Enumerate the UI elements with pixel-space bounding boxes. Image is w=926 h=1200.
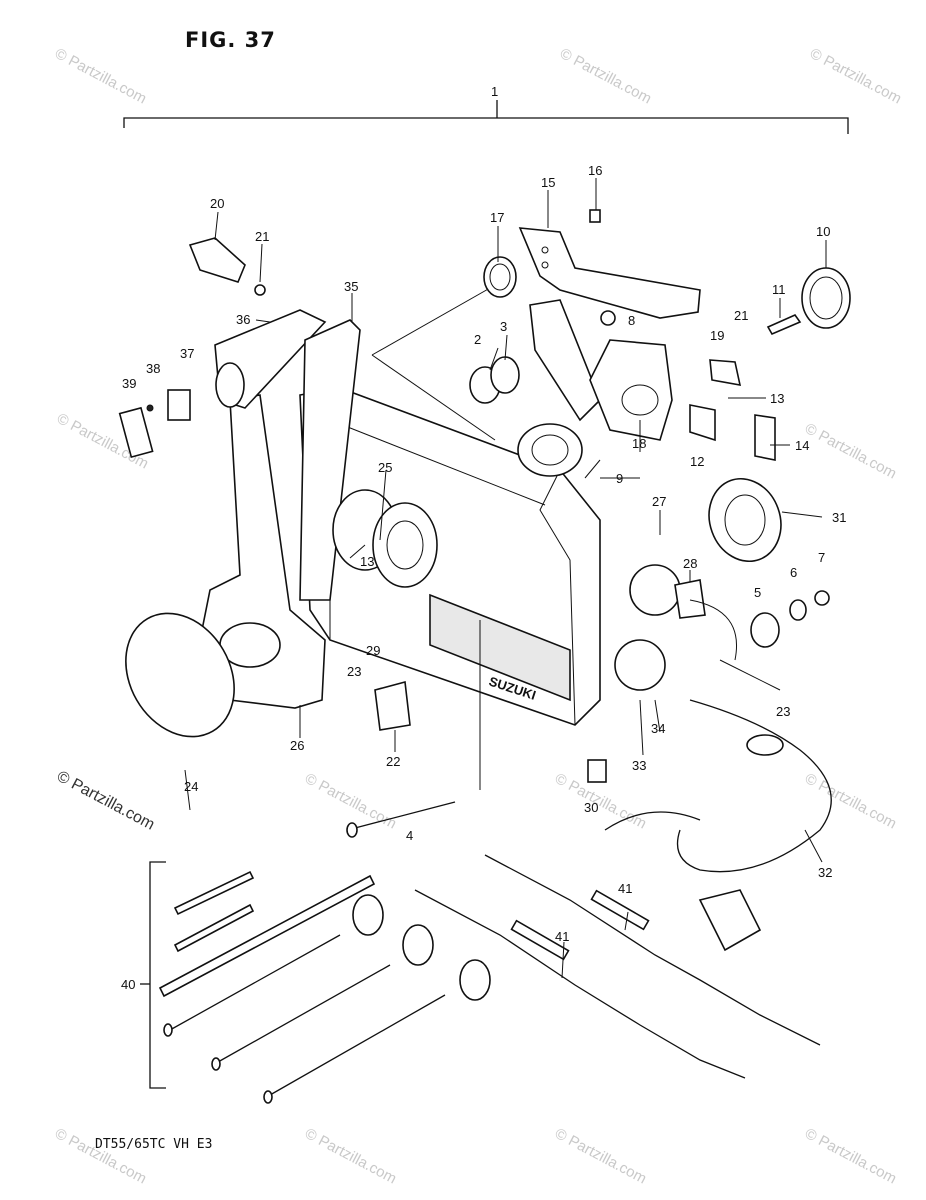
callout-28: 28: [683, 556, 697, 571]
tie-kit: [158, 870, 491, 1104]
callout-40: 40: [121, 977, 135, 992]
callout-5: 5: [754, 585, 761, 600]
callout-17: 17: [490, 210, 504, 225]
callout-16: 16: [588, 163, 602, 178]
callout-19: 19: [710, 328, 724, 343]
callout-29: 29: [366, 643, 380, 658]
callout-37: 37: [180, 346, 194, 361]
model-code: DT55/65TC VH E3: [95, 1137, 213, 1152]
callout-20: 20: [210, 196, 224, 211]
callout-labels: 1 2 3 4 5 6 7 8 9 10 11 12 13 13 14 15 1…: [121, 84, 846, 992]
callout-23-left: 23: [347, 664, 361, 679]
callout-10: 10: [816, 224, 830, 239]
wire-connectors: [614, 564, 737, 691]
gear-assembly: [332, 489, 438, 588]
callout-11: 11: [772, 282, 786, 297]
callout-6: 6: [790, 565, 797, 580]
callout-21-right: 21: [734, 308, 748, 323]
plate-22: [374, 680, 411, 731]
callout-39: 39: [122, 376, 136, 391]
callout-7: 7: [818, 550, 825, 565]
wire-harness: [604, 699, 832, 952]
switch-part: [188, 237, 266, 296]
seal-rings: [483, 256, 851, 329]
callout-22: 22: [386, 754, 400, 769]
clip-parts: [118, 389, 191, 459]
figure-title: FIG. 37: [185, 28, 276, 52]
long-bolt-4: [346, 801, 456, 838]
callout-27: 27: [652, 494, 666, 509]
callout-1: 1: [491, 84, 498, 99]
lever-cover: [125, 612, 235, 738]
disc-cover: [708, 477, 782, 563]
callout-41-lower: 41: [555, 929, 569, 944]
callout-41-upper: 41: [618, 881, 632, 896]
leader-lines: [184, 178, 827, 979]
bushings: [469, 356, 520, 404]
callout-12: 12: [690, 454, 704, 469]
callout-34: 34: [651, 721, 665, 736]
callout-14: 14: [795, 438, 809, 453]
callout-2: 2: [474, 332, 481, 347]
callout-23-right: 23: [776, 704, 790, 719]
callout-36: 36: [236, 312, 250, 327]
callout-24: 24: [184, 779, 198, 794]
callout-35: 35: [344, 279, 358, 294]
spacers: [750, 590, 830, 648]
assembly-bracket: [123, 100, 849, 134]
callout-32: 32: [818, 865, 832, 880]
control-housing: SUZUKI: [299, 287, 601, 726]
connector-30: [587, 759, 607, 783]
callout-26: 26: [290, 738, 304, 753]
callout-31: 31: [832, 510, 846, 525]
callout-4: 4: [406, 828, 413, 843]
callout-18: 18: [632, 436, 646, 451]
callout-13-right: 13: [770, 391, 784, 406]
small-hardware: [600, 310, 802, 461]
callout-33: 33: [632, 758, 646, 773]
callout-9: 9: [616, 471, 623, 486]
callout-21-left: 21: [255, 229, 269, 244]
callout-8: 8: [628, 313, 635, 328]
group-40-bracket: [140, 861, 166, 1089]
callout-13-left: 13: [360, 554, 374, 569]
callout-3: 3: [500, 319, 507, 334]
control-lever: [199, 309, 361, 709]
callout-25: 25: [378, 460, 392, 475]
callout-15: 15: [541, 175, 555, 190]
cam-plate: [517, 299, 673, 477]
control-cables: [414, 854, 821, 1079]
callout-38: 38: [146, 361, 160, 376]
callout-30: 30: [584, 800, 598, 815]
arm-bracket: [518, 209, 701, 319]
